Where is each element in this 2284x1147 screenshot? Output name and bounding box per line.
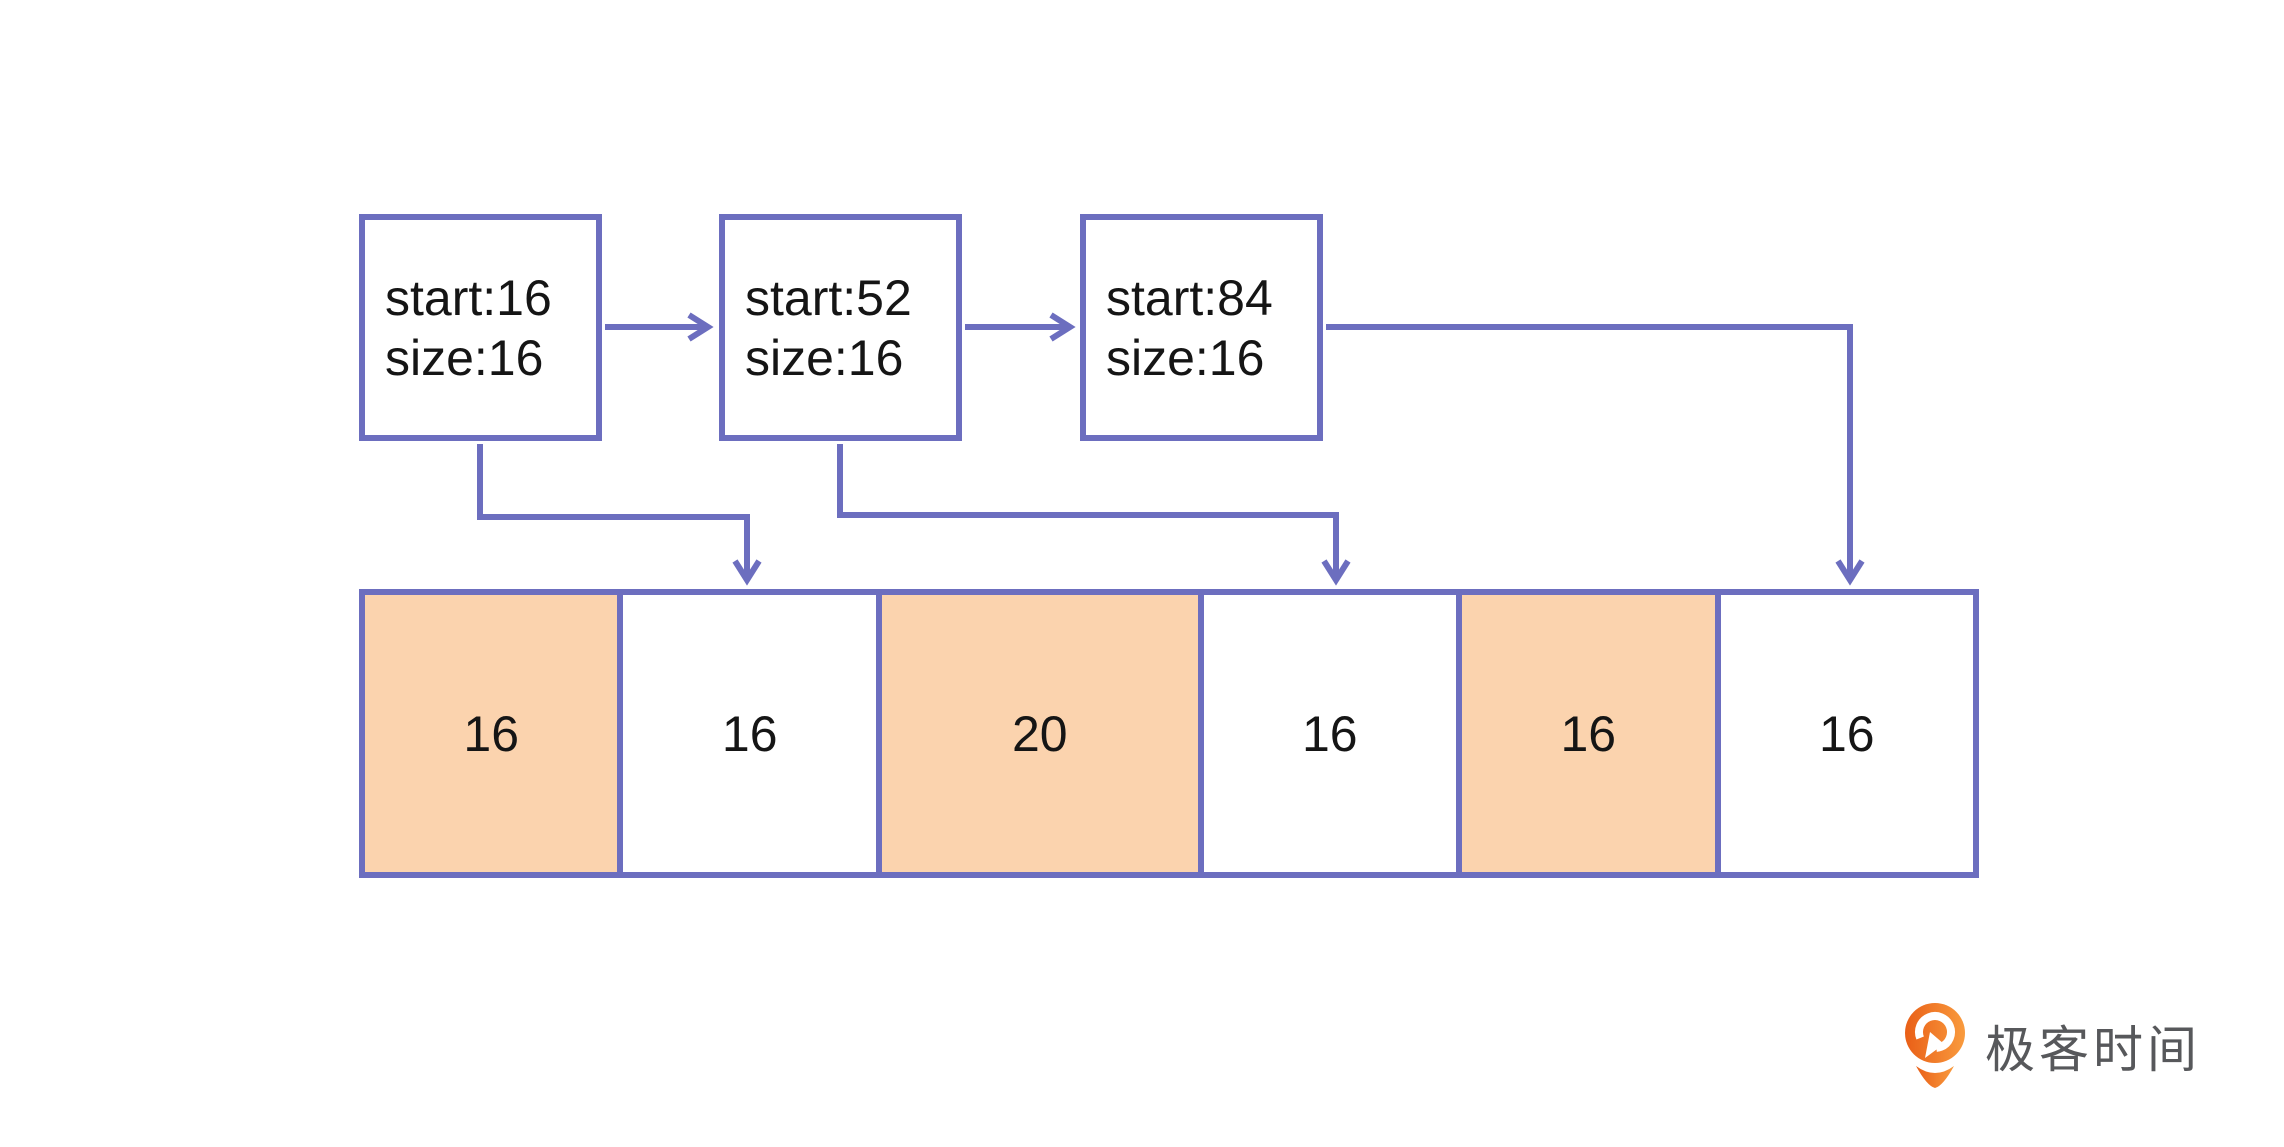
free-list-node-1: start:16 size:16 <box>359 214 602 441</box>
geektime-logo-text: 极客时间 <box>1985 1022 2201 1078</box>
memory-segment-5: 16 <box>1456 595 1715 872</box>
node-start-label: start:16 <box>385 269 552 326</box>
memory-segment-2: 16 <box>617 595 876 872</box>
memory-segment-1: 16 <box>365 595 618 872</box>
arrow-node3-to-segment6 <box>1326 324 1865 586</box>
geektime-logo: 极客时间 <box>1903 1002 2201 1090</box>
memory-segment-6: 16 <box>1714 595 1974 872</box>
memory-segment-4: 16 <box>1197 595 1457 872</box>
free-list-node-2: start:52 size:16 <box>719 214 962 441</box>
memory-bar: 16 16 20 16 16 16 <box>359 589 1979 878</box>
node-size-label: size:16 <box>745 329 904 386</box>
node-start-label: start:84 <box>1106 269 1273 326</box>
arrow-node2-to-segment4 <box>837 444 1351 586</box>
free-list-node-3: start:84 size:16 <box>1080 214 1323 441</box>
memory-segment-3: 20 <box>875 595 1198 872</box>
node-size-label: size:16 <box>1106 329 1265 386</box>
node-size-label: size:16 <box>385 329 544 386</box>
arrow-node1-to-segment2 <box>477 444 762 586</box>
geektime-logo-icon <box>1905 1003 1965 1088</box>
node-start-label: start:52 <box>745 269 912 326</box>
